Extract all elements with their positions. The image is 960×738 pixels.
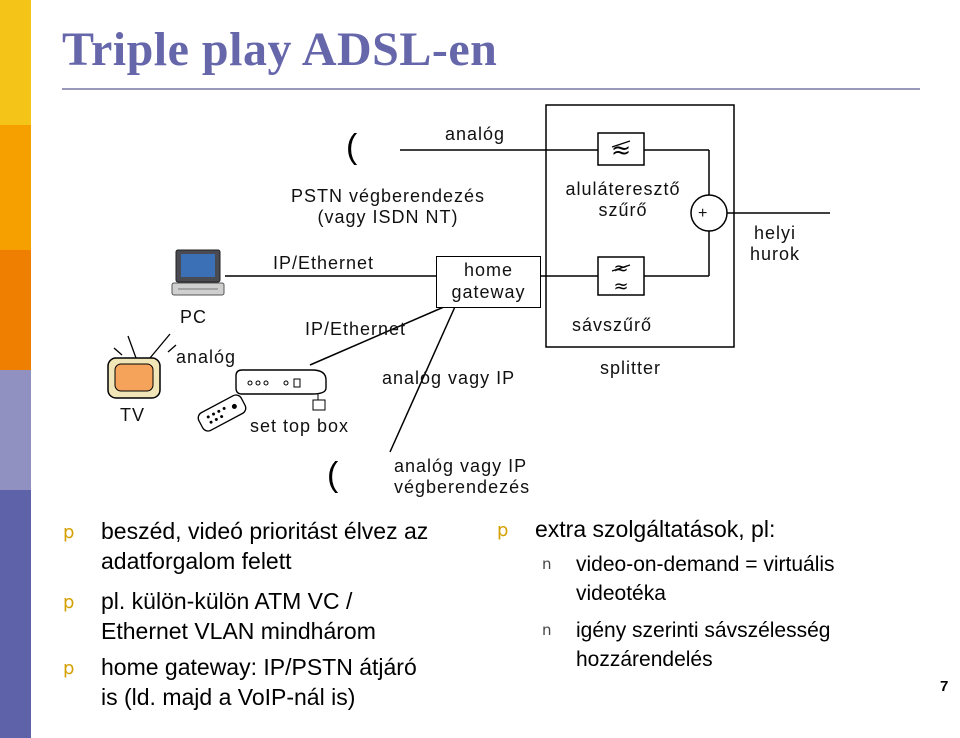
paren-bottom: ( [327,456,339,494]
sum-plus-label: + [698,205,709,222]
tv-icon [107,333,177,399]
sidebar-segment-lavender [0,370,31,490]
lowpass-symbol: ≈ [611,136,631,164]
bullet-mark: p [63,522,75,543]
remote-control-icon [197,394,247,432]
home-gateway-label-2: gateway [451,282,526,302]
set-top-box-label: set top box [250,416,350,436]
pc-label: PC [180,307,208,327]
sub-bullet-line: videotéka [576,582,666,605]
home-gateway-box: home gateway [436,256,541,308]
bullet-line: pl. külön-külön ATM VC / [101,588,353,614]
bullet-line: extra szolgáltatások, pl: [535,516,776,542]
bullet-left-1: p beszéd, videó prioritást élvez az adat… [63,516,429,576]
bullet-left-3: p home gateway: IP/PSTN átjáró is (ld. m… [63,652,417,712]
sidebar-segment-dark-orange [0,250,31,370]
bullet-line: home gateway: IP/PSTN átjáró [101,654,417,680]
bullet-mark: p [63,658,75,679]
pstn-note-label: (vagy ISDN NT) [317,207,459,227]
bullet-line: is (ld. majd a VoIP-nál is) [101,684,356,710]
paren-top: ( [346,128,358,166]
bullet-line: adatforgalom felett [101,548,292,574]
pstn-label: PSTN végberendezés [290,186,486,206]
sub-bullet-line: igény szerinti sávszélesség [576,619,831,642]
ip-ethernet-top-label: IP/Ethernet [273,253,375,273]
analog-or-ip-label: analóg vagy IP [382,368,516,388]
bullet-line: Ethernet VLAN mindhárom [101,618,376,644]
analog-tv-label: analóg [176,347,237,367]
title-underline [62,88,920,90]
lowpass-label-1: aluláteresztő [565,179,681,199]
slide-title: Triple play ADSL-en [62,23,498,76]
bandpass-label: sávszűrő [572,315,653,335]
local-loop-label-1: helyi [753,223,797,243]
set-top-box-icon [235,369,327,411]
bullet-left-2: p pl. külön-külön ATM VC / Ethernet VLAN… [63,586,376,646]
sidebar-segment-yellow [0,0,31,125]
sub-bullet-line: video-on-demand = virtuális [576,553,835,576]
page-number: 7 [940,678,949,695]
sub-bullet-mark: n [542,555,552,573]
sidebar-segment-blue [0,490,31,738]
device-pointer-line [389,299,459,453]
local-loop-label-2: hurok [749,244,801,264]
home-gateway-label-1: home [463,260,514,280]
bullet-line: beszéd, videó prioritást élvez az [101,518,429,544]
lowpass-label-2: szűrő [598,200,648,220]
ip-ethernet-mid-label: IP/Ethernet [305,319,407,339]
pc-icon [171,249,225,296]
device-label-2: végberendezés [394,477,531,497]
tv-label: TV [120,405,146,425]
stb-link-line [309,299,461,366]
device-label-1: analóg vagy IP [394,456,528,476]
analog-top-label: analóg [445,124,506,144]
sub-bullet-1: n video-on-demand = virtuális videotéka [542,550,835,608]
sub-bullet-line: hozzárendelés [576,648,713,671]
sidebar-stripe [0,0,31,738]
sidebar-segment-orange [0,125,31,250]
bullet-mark: p [63,592,75,613]
splitter-box [545,104,735,348]
bandpass-symbol-bottom: ≈ [613,276,628,297]
sub-bullet-mark: n [542,621,552,639]
splitter-label: splitter [600,358,662,378]
lowpass-filter-box [597,132,645,166]
bullet-mark: p [497,520,509,541]
bullet-right: p extra szolgáltatások, pl: [497,514,776,544]
sub-bullet-2: n igény szerinti sávszélesség hozzárende… [542,616,831,674]
sum-node [690,194,728,232]
